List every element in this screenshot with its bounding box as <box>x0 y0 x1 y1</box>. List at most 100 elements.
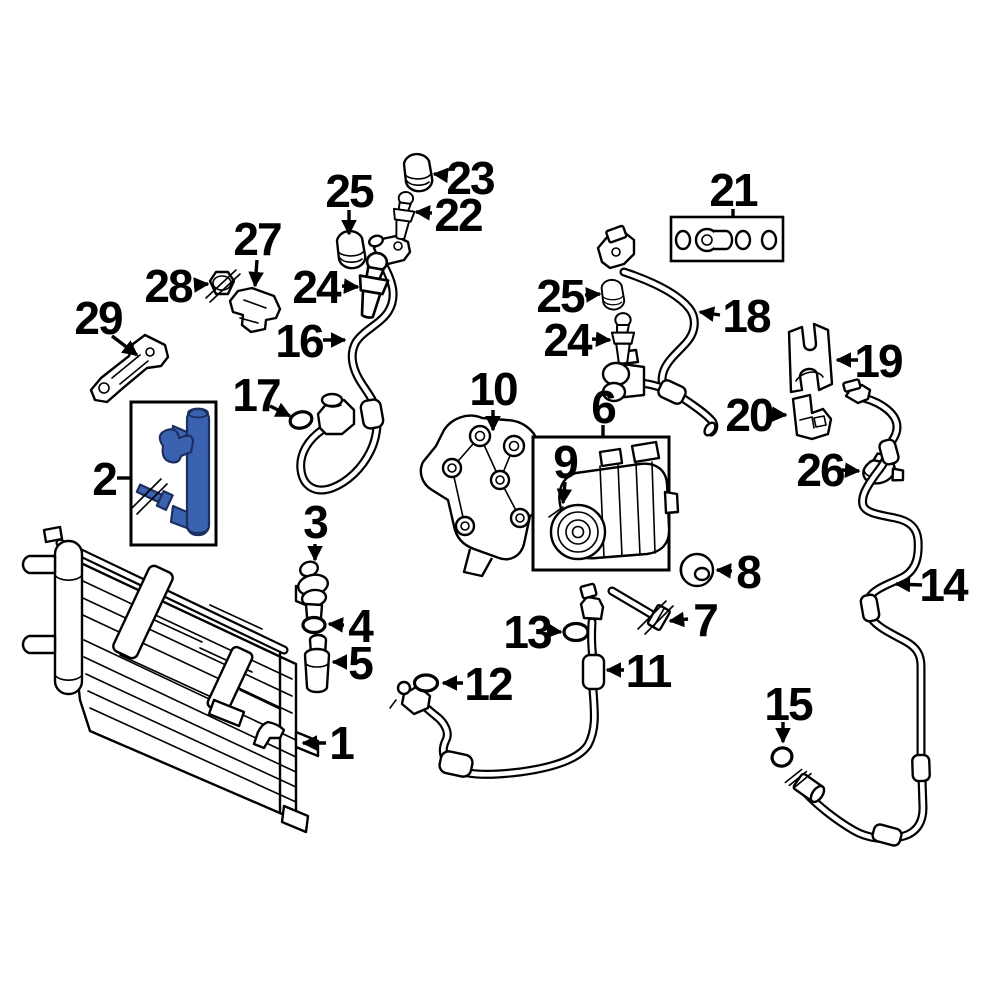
callout-20[interactable]: 20 <box>725 389 788 441</box>
callout-6[interactable]: 6 <box>591 381 617 436</box>
callout-13-label[interactable]: 13 <box>503 606 553 658</box>
part-19-clip-drawing <box>787 322 834 394</box>
part-23-cap-drawing <box>402 152 434 193</box>
part-22-valve-drawing <box>388 189 419 242</box>
callout-26[interactable]: 26 <box>796 444 861 496</box>
callout-28[interactable]: 28 <box>144 260 210 312</box>
callout-7[interactable]: 7 <box>668 594 719 646</box>
callout-20-label[interactable]: 20 <box>725 389 775 441</box>
callout-4-label[interactable]: 4 <box>348 600 376 652</box>
callout-25-right[interactable]: 25 <box>536 270 602 322</box>
callout-14-arrow <box>894 576 923 593</box>
callout-9-label[interactable]: 9 <box>553 436 579 488</box>
callout-9[interactable]: 9 <box>553 436 579 505</box>
callout-5-label[interactable]: 5 <box>348 637 375 689</box>
part-10-bracket-drawing <box>419 414 545 578</box>
callout-5[interactable]: 5 <box>331 637 375 689</box>
callout-17-label[interactable]: 17 <box>232 369 282 421</box>
callout-4-arrow <box>327 617 345 633</box>
part-21-kit-box[interactable] <box>669 215 785 263</box>
part-29-bracket-drawing <box>89 333 170 404</box>
callout-22-arrow <box>414 205 433 221</box>
callout-15-label[interactable]: 15 <box>764 678 815 730</box>
part-3-switch-drawing <box>296 560 330 621</box>
callout-6-label[interactable]: 6 <box>591 381 617 433</box>
callout-24-left-label[interactable]: 24 <box>292 261 344 313</box>
part-7-bolt-drawing <box>607 586 674 635</box>
callout-24-right-label[interactable]: 24 <box>543 314 595 366</box>
part-25-cap-right-drawing <box>600 278 626 311</box>
callout-24-left[interactable]: 24 <box>292 261 360 313</box>
callout-4[interactable]: 4 <box>327 600 376 652</box>
callout-16-label[interactable]: 16 <box>275 315 325 367</box>
callout-20-arrow <box>767 406 788 423</box>
callout-29[interactable]: 29 <box>74 292 139 357</box>
callout-28-label[interactable]: 28 <box>144 260 195 312</box>
callout-1[interactable]: 1 <box>301 717 356 769</box>
part-12-oring-drawing <box>412 673 440 693</box>
callout-23-label[interactable]: 23 <box>446 152 496 204</box>
callout-22-label[interactable]: 22 <box>434 189 484 241</box>
callout-2-label[interactable]: 2 <box>92 453 118 505</box>
part-28-nut-drawing <box>205 269 241 303</box>
callout-27[interactable]: 27 <box>233 213 283 288</box>
callout-3[interactable]: 3 <box>303 496 329 562</box>
callout-27-label[interactable]: 27 <box>233 213 283 265</box>
callout-3-label[interactable]: 3 <box>303 496 329 548</box>
callout-14[interactable]: 14 <box>894 559 971 611</box>
callout-10-label[interactable]: 10 <box>469 363 519 415</box>
callout-26-label[interactable]: 26 <box>796 444 846 496</box>
callout-29-arrow <box>110 334 139 357</box>
callout-2[interactable]: 2 <box>92 453 130 505</box>
callout-17-arrow <box>269 402 292 418</box>
callout-25-right-arrow <box>584 287 602 303</box>
callout-11-label[interactable]: 11 <box>626 645 674 697</box>
part-25-cap-left-drawing <box>335 229 367 270</box>
callout-15[interactable]: 15 <box>764 678 815 744</box>
callout-29-label[interactable]: 29 <box>74 292 124 344</box>
callout-14-label[interactable]: 14 <box>919 559 971 611</box>
callout-21[interactable]: 21 <box>709 164 760 217</box>
callout-8[interactable]: 8 <box>715 546 763 598</box>
callout-8-arrow <box>715 563 733 579</box>
callout-18[interactable]: 18 <box>698 290 773 342</box>
callout-12[interactable]: 12 <box>441 658 514 710</box>
callout-25-left[interactable]: 25 <box>325 165 376 236</box>
callout-7-label[interactable]: 7 <box>693 594 719 646</box>
callout-25-right-label[interactable]: 25 <box>536 270 587 322</box>
callout-8-label[interactable]: 8 <box>736 546 763 598</box>
part-16-hose-drawing <box>296 234 412 495</box>
callout-17[interactable]: 17 <box>232 369 292 421</box>
callout-28-arrow <box>193 277 210 293</box>
callout-19-label[interactable]: 19 <box>854 335 904 387</box>
callout-16[interactable]: 16 <box>275 315 347 367</box>
callout-27-arrow <box>248 259 264 288</box>
part-21-kit-contents-drawing <box>674 227 778 253</box>
callout-21-label[interactable]: 21 <box>709 164 760 216</box>
callout-19[interactable]: 19 <box>835 335 904 387</box>
callout-12-label[interactable]: 12 <box>464 658 514 710</box>
callout-23[interactable]: 23 <box>432 152 496 204</box>
part-9-compressor-drawing <box>548 440 680 561</box>
part-2-receiver-drier-box[interactable] <box>129 400 218 547</box>
callout-1-label[interactable]: 1 <box>329 717 356 769</box>
callout-18-label[interactable]: 18 <box>722 290 773 342</box>
callout-9-arrow <box>556 481 573 505</box>
callout-18-arrow <box>698 306 721 322</box>
callout-11[interactable]: 11 <box>605 645 674 697</box>
part-11-hose-drawing <box>389 582 606 779</box>
callout-24-right-arrow <box>591 331 612 348</box>
part-6-compressor-box[interactable] <box>531 435 680 572</box>
callout-24-right[interactable]: 24 <box>543 314 612 366</box>
callout-10[interactable]: 10 <box>469 363 519 432</box>
callout-25-left-label[interactable]: 25 <box>325 165 376 217</box>
part-1-condenser-drawing <box>21 525 320 834</box>
part-27-bracket-drawing <box>228 286 282 334</box>
callout-13[interactable]: 13 <box>503 606 563 658</box>
callout-13-arrow <box>546 622 563 639</box>
callout-22[interactable]: 22 <box>414 189 484 241</box>
callout-7-arrow <box>668 611 689 628</box>
part-15-oring-drawing <box>770 746 794 768</box>
